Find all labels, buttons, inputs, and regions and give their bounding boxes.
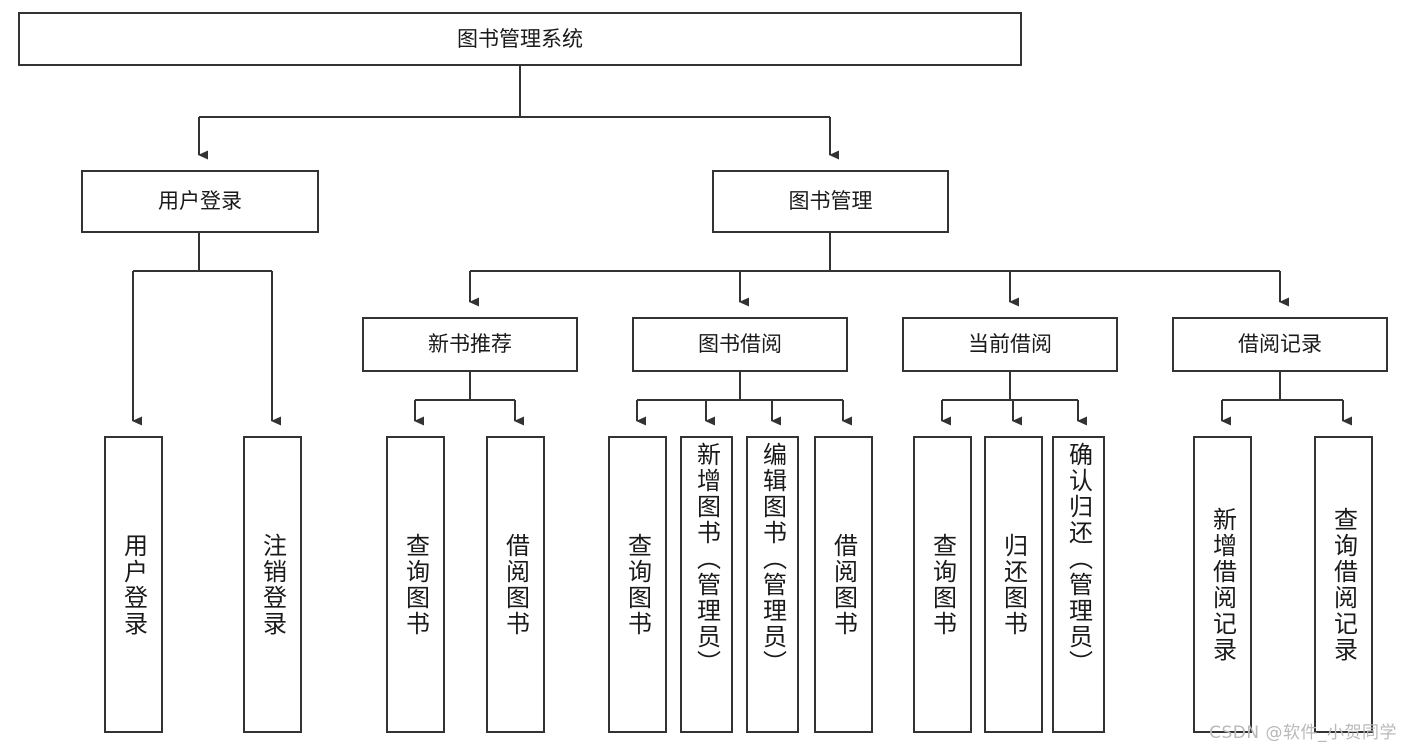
node-leaf-return-book[interactable]: 归还图书 xyxy=(984,436,1043,733)
node-user-login[interactable]: 用户登录 xyxy=(81,170,319,233)
node-current-borrow-label: 当前借阅 xyxy=(968,332,1052,357)
node-leaf-borrow-book-rec-label: 借阅图书 xyxy=(501,532,530,637)
node-user-login-label: 用户登录 xyxy=(158,189,242,214)
node-leaf-return-book-label: 归还图书 xyxy=(999,532,1028,637)
node-leaf-borrow-book[interactable]: 借阅图书 xyxy=(814,436,873,733)
node-leaf-query-book-cur-label: 查询图书 xyxy=(928,532,957,637)
node-leaf-user-login[interactable]: 用户登录 xyxy=(104,436,163,733)
node-leaf-query-book-borrow[interactable]: 查询图书 xyxy=(608,436,667,733)
node-leaf-add-book[interactable]: 新增图书（管理员） xyxy=(680,436,733,733)
node-leaf-borrow-book-rec[interactable]: 借阅图书 xyxy=(486,436,545,733)
node-leaf-add-book-label: 新增图书（管理员） xyxy=(692,442,721,676)
node-book-manage[interactable]: 图书管理 xyxy=(712,170,949,233)
node-leaf-query-book-borrow-label: 查询图书 xyxy=(623,532,652,637)
node-leaf-query-book-cur[interactable]: 查询图书 xyxy=(913,436,972,733)
node-leaf-add-record-label: 新增借阅记录 xyxy=(1208,506,1237,663)
node-leaf-add-record[interactable]: 新增借阅记录 xyxy=(1193,436,1252,733)
node-root[interactable]: 图书管理系统 xyxy=(18,12,1022,66)
node-borrow-record-label: 借阅记录 xyxy=(1238,332,1322,357)
node-leaf-edit-book[interactable]: 编辑图书（管理员） xyxy=(746,436,799,733)
node-leaf-user-login-label: 用户登录 xyxy=(119,532,148,637)
node-book-borrow[interactable]: 图书借阅 xyxy=(632,317,848,372)
node-borrow-record[interactable]: 借阅记录 xyxy=(1172,317,1388,372)
node-leaf-logout-label: 注销登录 xyxy=(258,532,287,637)
node-leaf-edit-book-label: 编辑图书（管理员） xyxy=(758,442,787,676)
node-new-book-recommend-label: 新书推荐 xyxy=(428,332,512,357)
csdn-watermark: CSDN @软件_小贺同学 xyxy=(1209,723,1397,743)
node-leaf-query-book-rec[interactable]: 查询图书 xyxy=(386,436,445,733)
node-leaf-confirm-return-label: 确认归还（管理员） xyxy=(1064,442,1093,676)
node-leaf-query-book-rec-label: 查询图书 xyxy=(401,532,430,637)
node-root-label: 图书管理系统 xyxy=(457,26,583,51)
node-leaf-logout[interactable]: 注销登录 xyxy=(243,436,302,733)
node-book-manage-label: 图书管理 xyxy=(788,189,873,214)
node-current-borrow[interactable]: 当前借阅 xyxy=(902,317,1118,372)
node-leaf-confirm-return[interactable]: 确认归还（管理员） xyxy=(1052,436,1105,733)
node-leaf-query-record-label: 查询借阅记录 xyxy=(1329,506,1358,663)
node-new-book-recommend[interactable]: 新书推荐 xyxy=(362,317,578,372)
node-book-borrow-label: 图书借阅 xyxy=(698,332,782,357)
node-leaf-query-record[interactable]: 查询借阅记录 xyxy=(1314,436,1373,733)
node-leaf-borrow-book-label: 借阅图书 xyxy=(829,532,858,637)
